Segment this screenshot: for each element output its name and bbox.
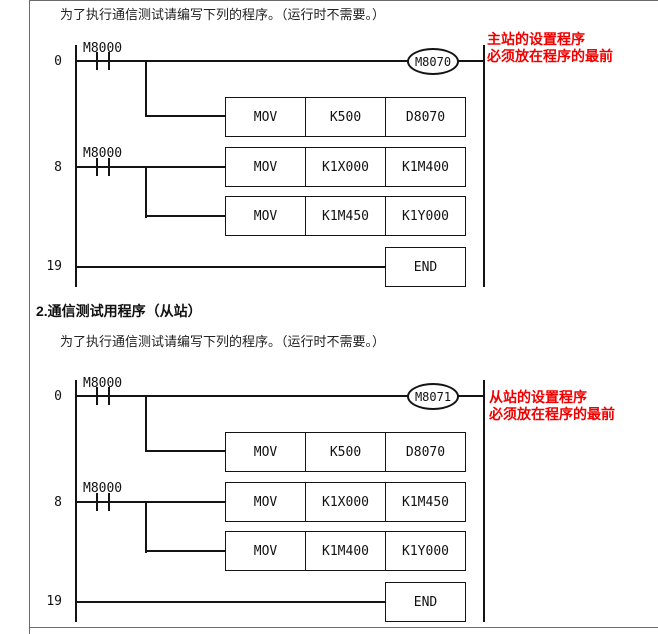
contact-symbol [96,52,98,70]
branch-wire [145,115,225,117]
step-number-0: 0 [54,54,62,69]
rung-wire [75,601,385,603]
contact-label: M8000 [83,41,123,56]
coil-label: M8070 [414,54,452,69]
instruction-dest: K1M400 [385,148,465,186]
contact-label: M8000 [83,481,123,496]
annotation-note-slave: 从站的设置程序 必须放在程序的最前 [489,389,615,423]
step-number-8: 8 [54,495,62,510]
ladder-diagram-master: 0 M8000 M8070 MOV K500 D8070 8 M8000 MOV… [0,0,658,300]
end-instruction: END [385,247,466,287]
instruction-opcode: MOV [253,109,278,125]
branch-wire [145,60,147,117]
contact-symbol [96,493,98,511]
rung-wire [75,266,385,268]
right-power-rail [483,380,485,622]
instruction-dest: D8070 [385,433,465,471]
contact-label: M8000 [83,146,123,161]
step-number-8: 8 [54,160,62,175]
rung-wire [457,395,484,397]
instruction-source: K500 [305,98,385,136]
annotation-line1: 主站的设置程序 [487,31,585,47]
instruction-source: K1M450 [305,197,385,235]
step-number-19: 19 [46,594,62,609]
instruction-dest: D8070 [385,98,465,136]
instruction-opcode: MOV [253,159,278,175]
contact-symbol [108,387,110,405]
branch-wire [145,395,147,452]
instruction-source: K1M400 [305,532,385,570]
annotation-line2: 必须放在程序的最前 [487,48,613,64]
instruction-mov-1: MOV K500 D8070 [225,432,466,472]
instruction-dest: K1Y000 [385,197,465,235]
coil-label: M8071 [414,389,452,404]
intro-text-master: 为了执行通信测试请编写下列的程序。（运行时不需要。） [60,7,386,22]
contact-symbol [96,387,98,405]
instruction-source: K1X000 [305,148,385,186]
contact-label: M8000 [83,376,123,391]
rung-wire [457,60,484,62]
instruction-source: K500 [305,433,385,471]
section-heading: 2.通信测试用程序（从站） [36,303,202,319]
branch-wire [145,550,225,552]
annotation-line2: 必须放在程序的最前 [489,406,615,422]
instruction-mov-3: MOV K1M450 K1Y000 [225,196,466,236]
page-border-left [29,0,30,634]
end-label: END [413,594,438,610]
instruction-source: K1X000 [305,483,385,521]
right-power-rail [483,45,485,287]
contact-symbol [96,158,98,176]
instruction-mov-2: MOV K1X000 K1M400 [225,147,466,187]
intro-text-slave: 为了执行通信测试请编写下列的程序。（运行时不需要。） [60,334,386,349]
instruction-opcode: MOV [253,208,278,224]
rung-wire [75,60,408,62]
instruction-mov-2: MOV K1X000 K1M450 [225,482,466,522]
instruction-opcode: MOV [253,494,278,510]
page-border-top [29,0,658,1]
instruction-mov-1: MOV K500 D8070 [225,97,466,137]
instruction-opcode: MOV [253,543,278,559]
branch-wire [145,450,225,452]
contact-symbol [108,493,110,511]
contact-symbol [108,158,110,176]
instruction-dest: K1M450 [385,483,465,521]
branch-wire [145,215,225,217]
coil-m8071: M8071 [407,383,459,410]
instruction-opcode: MOV [253,444,278,460]
rung-wire [75,395,408,397]
end-label: END [413,259,438,275]
contact-symbol [108,52,110,70]
rung-wire [75,501,225,503]
annotation-line1: 从站的设置程序 [489,389,587,405]
step-number-19: 19 [46,259,62,274]
branch-wire [145,501,147,553]
end-instruction: END [385,582,466,622]
rung-wire [75,166,225,168]
coil-m8070: M8070 [407,48,459,75]
annotation-note-master: 主站的设置程序 必须放在程序的最前 [487,31,613,65]
branch-wire [145,166,147,218]
page-border-bottom [29,627,658,628]
instruction-dest: K1Y000 [385,532,465,570]
instruction-mov-3: MOV K1M400 K1Y000 [225,531,466,571]
step-number-0: 0 [54,389,62,404]
ladder-diagram-slave: 0 M8000 M8071 MOV K500 D8070 8 M8000 MOV… [0,335,658,634]
